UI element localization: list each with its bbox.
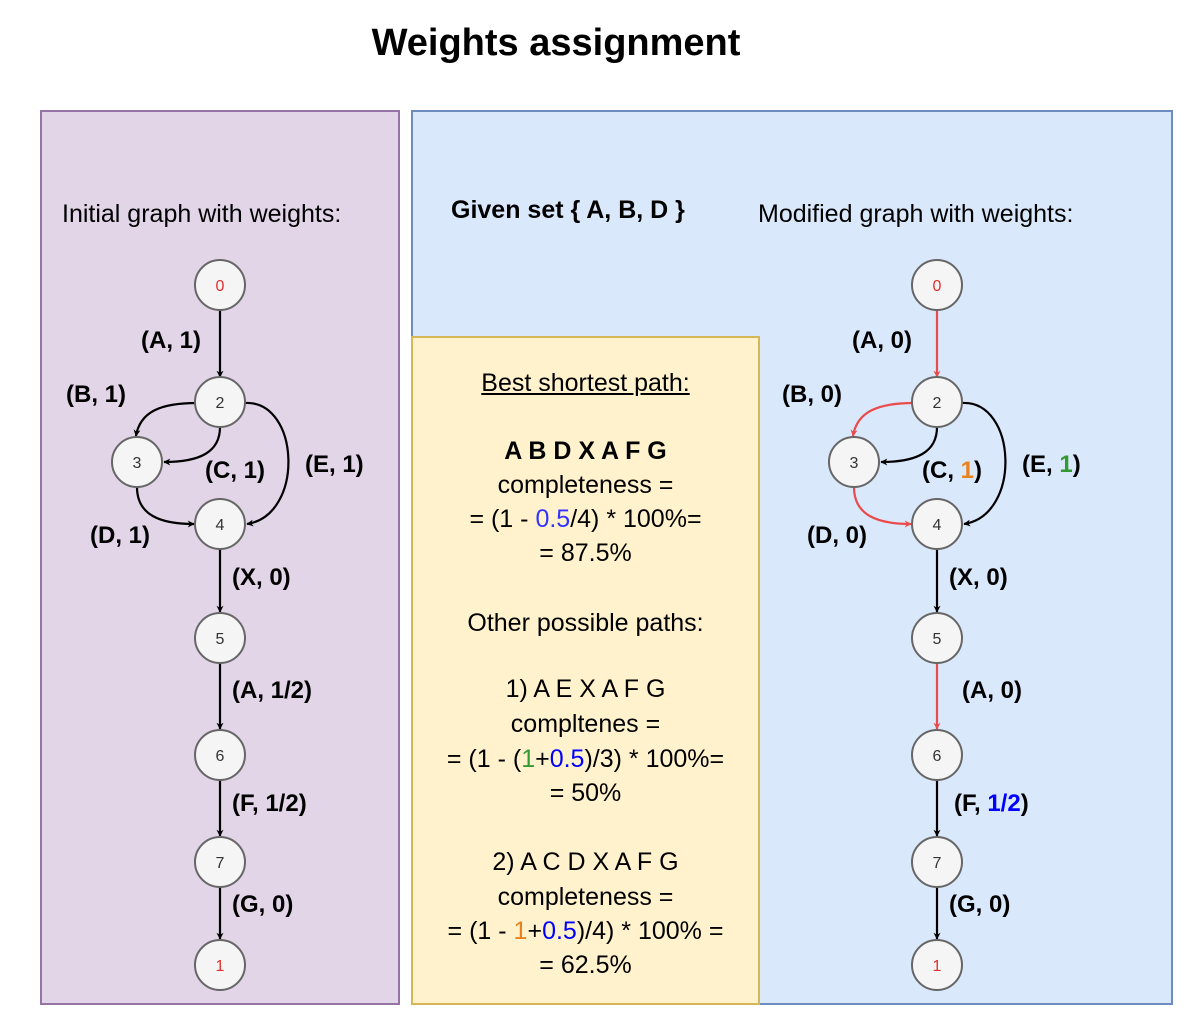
svg-text:2: 2 [216, 395, 225, 412]
modified-graph-heading: Modified graph with weights: [758, 200, 1074, 228]
left-edge-2-3-c [163, 426, 222, 466]
right-node-0: 0 [911, 259, 963, 311]
right-edge-labels: (A, 0) (B, 0) (C, 1) (E, 1) (D, 0) (X, 0… [782, 327, 1081, 918]
initial-graph-heading: Initial graph with weights: [62, 200, 342, 228]
left-graph-edges [133, 310, 290, 940]
given-set-label: Given set { A, B, D } [451, 196, 685, 224]
left-edge-label-c: (C, 1) [205, 457, 265, 484]
svg-text:0: 0 [216, 278, 225, 295]
paths-panel [411, 336, 760, 1005]
best-path-sequence: A B D X A F G [504, 437, 667, 465]
right-edge-3-4-d [852, 486, 912, 528]
other-paths-heading: Other possible paths: [467, 609, 704, 637]
right-node-2: 2 [911, 376, 963, 428]
best-completeness-result: = 87.5% [539, 539, 632, 567]
left-node-3: 3 [111, 436, 163, 488]
right-edge-label-b: (B, 0) [782, 381, 842, 408]
left-edge-label-a: (A, 1) [141, 327, 201, 354]
left-node-2: 2 [194, 376, 246, 428]
path2-sequence: 2) A C D X A F G [492, 848, 679, 876]
left-edge-label-a2: (A, 1/2) [232, 677, 312, 704]
svg-text:4: 4 [933, 517, 942, 534]
left-graph-nodes: 0 2 3 4 5 6 7 1 [111, 259, 246, 991]
left-node-1: 1 [194, 939, 246, 991]
svg-text:0: 0 [933, 278, 942, 295]
best-completeness-formula: = (1 - 0.5/4) * 100%= [469, 505, 702, 533]
left-edge-2-4-e [244, 401, 290, 527]
svg-text:1: 1 [216, 958, 225, 975]
svg-text:5: 5 [216, 631, 225, 648]
svg-text:3: 3 [850, 455, 859, 472]
left-edge-label-b: (B, 1) [66, 381, 126, 408]
path1-sequence: 1) A E X A F G [505, 675, 666, 703]
left-edge-labels: (A, 1) (B, 1) (C, 1) (E, 1) (D, 1) (X, 0… [66, 327, 364, 918]
svg-text:5: 5 [933, 631, 942, 648]
right-node-4: 4 [911, 498, 963, 550]
left-edge-label-x: (X, 0) [232, 564, 291, 591]
svg-text:6: 6 [216, 748, 225, 765]
path2-completeness-result: = 62.5% [539, 951, 632, 979]
left-edge-label-e: (E, 1) [305, 451, 364, 478]
right-graph-edges [850, 310, 1007, 940]
path1-completeness-formula: = (1 - (1+0.5)/3) * 100%= [446, 745, 725, 773]
diagram-title: Weights assignment [371, 22, 741, 64]
left-node-0: 0 [194, 259, 246, 311]
svg-text:7: 7 [216, 855, 225, 872]
svg-text:3: 3 [133, 455, 142, 472]
svg-text:2: 2 [933, 395, 942, 412]
right-edge-label-c: (C, 1) [922, 457, 982, 484]
left-edge-label-f: (F, 1/2) [232, 790, 307, 817]
left-node-7: 7 [194, 836, 246, 888]
best-path-heading: Best shortest path: [481, 369, 690, 397]
right-edge-label-f: (F, 1/2) [954, 790, 1029, 817]
right-edge-2-3-b [850, 401, 915, 437]
right-node-7: 7 [911, 836, 963, 888]
right-node-6: 6 [911, 729, 963, 781]
path2-completeness-formula: = (1 - 1+0.5)/4) * 100% = [447, 917, 724, 945]
left-edge-label-g: (G, 0) [232, 891, 293, 918]
left-node-5: 5 [194, 612, 246, 664]
right-edge-label-a2: (A, 0) [962, 677, 1022, 704]
right-edge-label-e: (E, 1) [1022, 451, 1081, 478]
svg-text:4: 4 [216, 517, 225, 534]
path1-completeness-label: compltenes = [510, 710, 661, 738]
left-edge-2-3-b [133, 401, 198, 437]
right-node-5: 5 [911, 612, 963, 664]
right-node-1: 1 [911, 939, 963, 991]
svg-text:6: 6 [933, 748, 942, 765]
right-edge-label-a: (A, 0) [852, 327, 912, 354]
svg-text:1: 1 [933, 958, 942, 975]
right-edge-2-3-c [880, 426, 939, 466]
left-edge-label-d: (D, 1) [90, 522, 150, 549]
path2-completeness-label: completeness = [497, 883, 674, 911]
right-edge-label-d: (D, 0) [807, 522, 867, 549]
right-node-3: 3 [828, 436, 880, 488]
right-graph-nodes: 0 2 3 4 5 6 7 1 [828, 259, 963, 991]
left-node-6: 6 [194, 729, 246, 781]
right-edge-label-g: (G, 0) [949, 891, 1010, 918]
right-edge-2-4-e [961, 401, 1007, 527]
best-completeness-label: completeness = [497, 471, 674, 499]
left-node-4: 4 [194, 498, 246, 550]
right-edge-label-x: (X, 0) [949, 564, 1008, 591]
path1-completeness-result: = 50% [549, 779, 622, 807]
svg-text:7: 7 [933, 855, 942, 872]
left-edge-3-4-d [135, 486, 195, 528]
